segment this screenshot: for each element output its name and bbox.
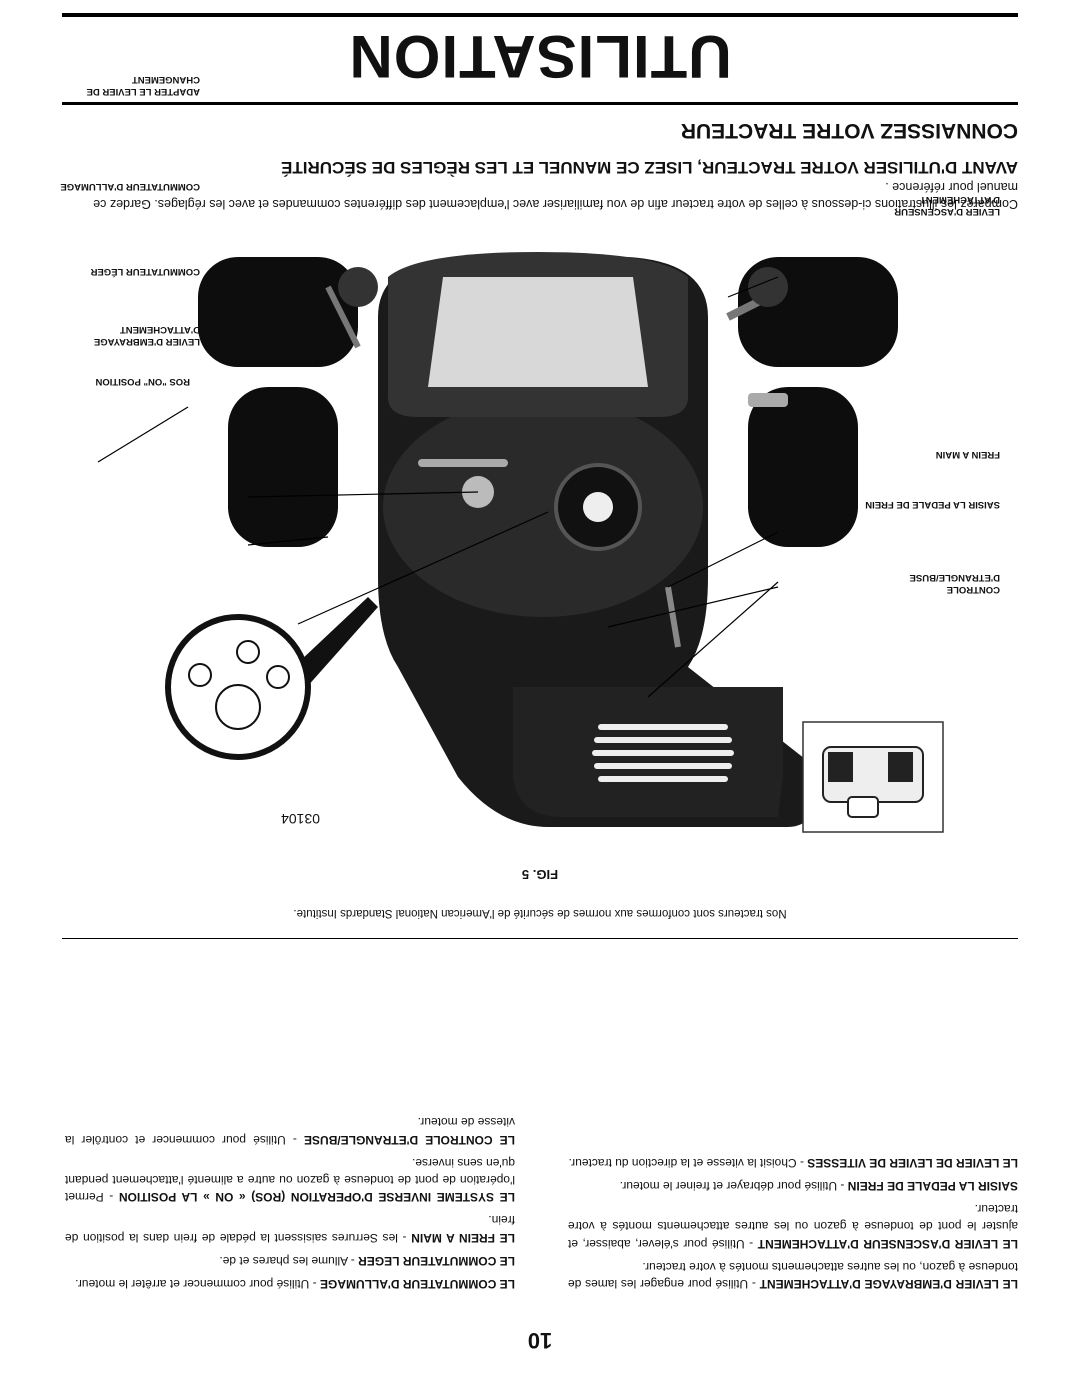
label-levier-embrayage: LEVIER D'EMBRAYAGE D'ATTACHEMENT [93, 324, 200, 347]
description-term: LE COMMUTATEUR D'ALLUMAGE [319, 1277, 515, 1291]
description-text: - Utilisé pour débrayer et freiner le mo… [619, 1178, 848, 1193]
description-paragraph: LE COMMUTATEUR LEGER - Allume les phares… [65, 1252, 515, 1269]
description-paragraph: LE FREIN A MAIN - les Serrures saisissen… [65, 1211, 515, 1245]
description-paragraph: LE CONTROLE D'ETRANGLE/BUSE - Utilisé po… [65, 1113, 515, 1147]
label-ros-on: ROS "ON" POSITION [95, 376, 190, 387]
description-text: - Allume les phares et de. [219, 1253, 359, 1268]
description-text: - Utilisé pour commencer et arrêter le m… [75, 1277, 320, 1291]
handle-inset [802, 721, 944, 833]
description-term: LE COMMUTATEUR LEGER [358, 1253, 515, 1268]
standards-note: Nos tracteurs sont conformes aux normes … [293, 907, 787, 919]
sub-heading: AVANT D'UTILISER VOTRE TRACTEUR, LISEZ C… [281, 158, 1018, 177]
description-paragraph: LE SYSTEME INVERSE D'OPERATION (ROS) « O… [65, 1154, 515, 1206]
figure-caption: FIG. 5 [521, 867, 559, 882]
description-text: - Choisit la vitesse et la direction du … [568, 1155, 808, 1170]
description-term: LE LEVIER D'EMBRAYAGE D'ATTACHEMENT [759, 1277, 1018, 1291]
title-overline [62, 102, 1018, 105]
label-levier-ascenseur: LEVIER D'ASCENSEUR D'ATTACHEMENT [894, 194, 1000, 217]
label-adapter-levier: ADAPTER LE LEVIER DE CHANGEMENT [86, 74, 201, 97]
label-pedale-frein: SAISIR LA PEDALE DE FREIN [865, 499, 1000, 510]
label-commutateur-allumage: COMMUTATEUR D'ALLUMAGE [60, 181, 200, 192]
description-term: LE FREIN A MAIN [411, 1230, 515, 1245]
section-heading: CONNAISSEZ VOTRE TRACTEUR [680, 119, 1018, 142]
title-underline [62, 13, 1018, 17]
tractor-controls-figure [97, 252, 944, 833]
description-term: SAISIR LA PEDALE DE FREIN [847, 1178, 1018, 1193]
description-paragraph: SAISIR LA PEDALE DE FREIN - Utilisé pour… [568, 1177, 1018, 1194]
ros-inset [165, 597, 378, 760]
description-term: LE LEVIER D'ASCENSEUR D'ATTACHEMENT [757, 1236, 1018, 1251]
figure-code: 03104 [281, 811, 320, 827]
description-paragraph: LE COMMUTATEUR D'ALLUMAGE - Utilisé pour… [65, 1275, 515, 1292]
description-term: LE SYSTEME INVERSE D'OPERATION (ROS) « O… [118, 1190, 515, 1205]
tractor-illustration [198, 252, 898, 827]
description-paragraph: LE LEVIER D'EMBRAYAGE D'ATTACHEMENT - Ut… [568, 1258, 1018, 1292]
section-divider [62, 938, 1018, 939]
description-term: LE CONTROLE D'ETRANGLE/BUSE [303, 1132, 515, 1147]
controls-description-left: LE LEVIER D'EMBRAYAGE D'ATTACHEMENT - Ut… [568, 1148, 1018, 1292]
description-term: LE LEVIER DE LEVIER DE VITESSES [807, 1155, 1018, 1170]
label-commutateur-leger: COMMUTATEUR LÉGER [90, 266, 200, 277]
label-controle-etrangle: CONTROLE D'ETRANGLE/BUSE [909, 572, 1000, 595]
description-paragraph: LE LEVIER DE LEVIER DE VITESSES - Choisi… [568, 1154, 1019, 1171]
description-paragraph: LE LEVIER D'ASCENSEUR D'ATTACHEMENT - Ut… [568, 1200, 1018, 1252]
page-number: 10 [527, 1328, 553, 1353]
label-frein-main: FREIN A MAIN [935, 449, 1000, 460]
controls-description-right: LE COMMUTATEUR D'ALLUMAGE - Utilisé pour… [65, 1107, 515, 1292]
